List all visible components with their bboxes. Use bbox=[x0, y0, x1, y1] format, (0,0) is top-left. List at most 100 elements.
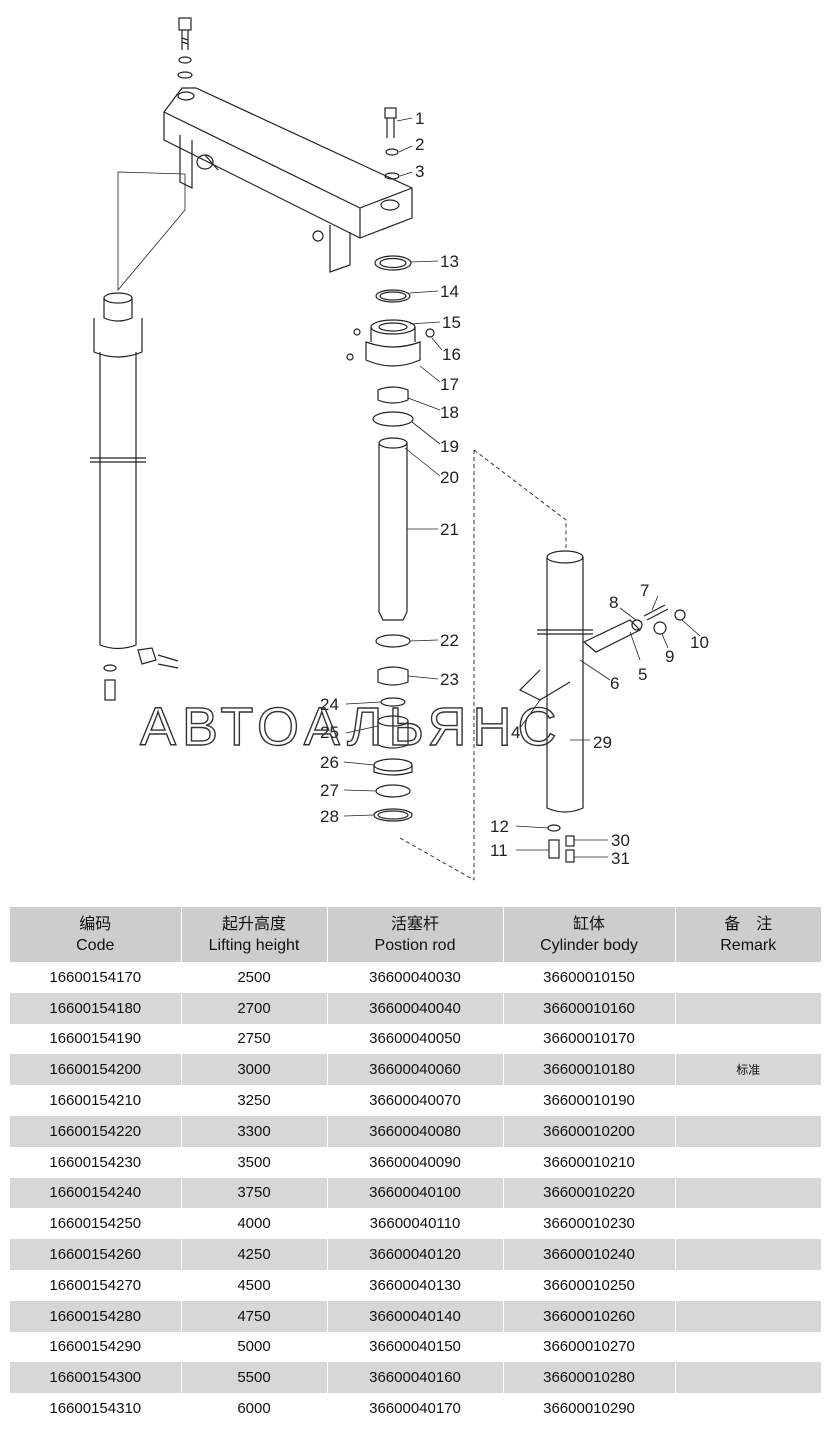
cell-lifting-height: 3250 bbox=[181, 1085, 328, 1116]
cell-piston-rod: 36600040080 bbox=[327, 1115, 504, 1147]
callout-19: 19 bbox=[440, 437, 459, 456]
cell-lifting-height: 3300 bbox=[181, 1115, 328, 1147]
cell-lifting-height: 4000 bbox=[181, 1208, 328, 1240]
cell-remark bbox=[675, 962, 821, 993]
callout-28: 28 bbox=[320, 807, 339, 826]
callout-23: 23 bbox=[440, 670, 459, 689]
cell-remark bbox=[675, 1177, 821, 1209]
cell-piston-rod: 36600040030 bbox=[327, 962, 504, 993]
cell-lifting-height: 3750 bbox=[181, 1177, 328, 1209]
crossbeam-part bbox=[163, 87, 413, 273]
header-code-en: Code bbox=[76, 936, 115, 954]
header-cylinder-body-zh: 缸体 bbox=[572, 915, 605, 933]
callout-20: 20 bbox=[440, 468, 459, 487]
cell-code: 16600154240 bbox=[10, 1177, 182, 1209]
cell-remark bbox=[675, 1115, 821, 1147]
cell-lifting-height: 2700 bbox=[181, 992, 328, 1024]
callout-13: 13 bbox=[440, 252, 459, 271]
callout-8: 8 bbox=[609, 593, 618, 612]
callout-16: 16 bbox=[442, 345, 461, 364]
cell-code: 16600154260 bbox=[10, 1239, 182, 1270]
cell-lifting-height: 5000 bbox=[181, 1331, 328, 1363]
cell-code: 16600154270 bbox=[10, 1269, 182, 1301]
callout-18: 18 bbox=[440, 403, 459, 422]
cell-cylinder-body: 36600010260 bbox=[503, 1300, 676, 1332]
cell-lifting-height: 4500 bbox=[181, 1269, 328, 1301]
cell-cylinder-body: 36600010250 bbox=[503, 1269, 676, 1301]
header-piston-rod-en: Postion rod bbox=[374, 936, 456, 954]
cell-lifting-height: 5500 bbox=[181, 1362, 328, 1394]
cell-code: 16600154310 bbox=[10, 1393, 182, 1424]
callout-12: 12 bbox=[490, 817, 509, 836]
cell-cylinder-body: 36600010280 bbox=[503, 1362, 676, 1394]
gland-part bbox=[346, 319, 435, 367]
cell-code: 16600154300 bbox=[10, 1362, 182, 1394]
callout-21: 21 bbox=[440, 520, 459, 539]
cell-cylinder-body: 36600010150 bbox=[503, 962, 676, 993]
cell-remark bbox=[675, 1270, 821, 1301]
cell-cylinder-body: 36600010210 bbox=[503, 1146, 676, 1178]
cell-code: 16600154190 bbox=[10, 1023, 182, 1055]
callout-4: 4 bbox=[511, 723, 520, 742]
cell-code: 16600154230 bbox=[10, 1146, 182, 1178]
cell-lifting-height: 4250 bbox=[181, 1239, 328, 1270]
cell-cylinder-body: 36600010160 bbox=[503, 992, 676, 1024]
cell-piston-rod: 36600040040 bbox=[327, 992, 504, 1024]
cylinder-body-part bbox=[518, 550, 686, 863]
cell-code: 16600154250 bbox=[10, 1208, 182, 1240]
callout-5: 5 bbox=[638, 665, 647, 684]
bolt-part bbox=[177, 17, 193, 79]
cell-remark bbox=[675, 1393, 821, 1424]
cell-piston-rod: 36600040070 bbox=[327, 1085, 504, 1116]
callout-7: 7 bbox=[640, 581, 649, 600]
header-lifting-height-zh: 起升高度 bbox=[221, 915, 286, 933]
callout-14: 14 bbox=[440, 282, 459, 301]
cell-cylinder-body: 36600010290 bbox=[503, 1393, 676, 1424]
exploded-parts-diagram: 1 2 3 4 5 6 7 8 9 10 11 12 13 14 15 16 1… bbox=[90, 17, 709, 881]
callout-31: 31 bbox=[611, 849, 630, 868]
cell-cylinder-body: 36600010170 bbox=[503, 1023, 676, 1055]
callout-1: 1 bbox=[415, 109, 424, 128]
callout-27: 27 bbox=[320, 781, 339, 800]
piston-rod-part bbox=[378, 437, 408, 621]
cell-remark bbox=[675, 1024, 821, 1055]
cell-cylinder-body: 36600010200 bbox=[503, 1115, 676, 1147]
cell-lifting-height: 3500 bbox=[181, 1146, 328, 1178]
callout-24: 24 bbox=[320, 695, 339, 714]
cell-cylinder-body: 36600010270 bbox=[503, 1331, 676, 1363]
header-remark-en: Remark bbox=[720, 936, 777, 954]
cell-lifting-height: 2500 bbox=[181, 962, 328, 993]
cell-code: 16600154210 bbox=[10, 1085, 182, 1116]
callout-6: 6 bbox=[610, 674, 619, 693]
callout-15: 15 bbox=[442, 313, 461, 332]
cell-piston-rod: 36600040140 bbox=[327, 1300, 504, 1332]
header-lifting-height-en: Lifting height bbox=[208, 936, 300, 954]
bolt-part bbox=[384, 107, 400, 180]
cell-code: 16600154290 bbox=[10, 1331, 182, 1363]
cell-piston-rod: 36600040060 bbox=[327, 1054, 504, 1086]
callout-9: 9 bbox=[665, 647, 674, 666]
cell-remark bbox=[675, 1085, 821, 1116]
cell-remark bbox=[675, 1300, 821, 1332]
cell-piston-rod: 36600040050 bbox=[327, 1023, 504, 1055]
cell-lifting-height: 6000 bbox=[181, 1393, 328, 1424]
callout-11: 11 bbox=[490, 841, 508, 860]
header-piston-rod-zh: 活塞杆 bbox=[390, 915, 439, 933]
cell-cylinder-body: 36600010230 bbox=[503, 1208, 676, 1240]
